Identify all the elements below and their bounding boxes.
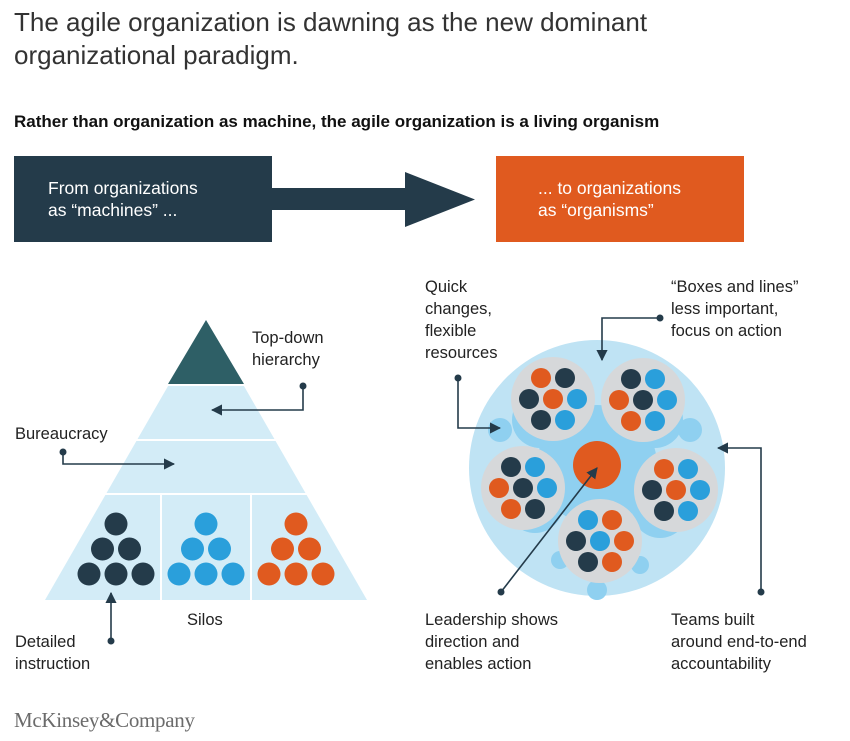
silo-member-dot <box>285 563 308 586</box>
team-member-dot <box>543 389 563 409</box>
label-top-down-hierarchy: Top-down hierarchy <box>252 327 324 371</box>
label-line: “Boxes and lines” <box>671 276 798 298</box>
silo-member-dot <box>258 563 281 586</box>
team-member-dot <box>609 390 629 410</box>
from-box-line2: as “machines” ... <box>48 199 272 221</box>
team-member-dot <box>602 510 622 530</box>
team-member-dot <box>645 411 665 431</box>
team-member-dot <box>501 457 521 477</box>
silo-member-dot <box>168 563 191 586</box>
label-line: Leadership shows <box>425 609 558 631</box>
label-quick-changes: Quick changes, flexible resources <box>425 276 497 364</box>
team-member-dot <box>578 552 598 572</box>
label-teams: Teams built around end-to-end accountabi… <box>671 609 807 675</box>
label-line: enables action <box>425 653 558 675</box>
team-member-dot <box>678 459 698 479</box>
leadership-core <box>573 441 621 489</box>
team-member-dot <box>531 410 551 430</box>
silo-member-dot <box>91 538 114 561</box>
team-member-dot <box>621 369 641 389</box>
label-silos: Silos <box>187 609 223 631</box>
team-member-dot <box>566 531 586 551</box>
team-member-dot <box>531 368 551 388</box>
silo-member-dot <box>298 538 321 561</box>
silo-member-dot <box>208 538 231 561</box>
mckinsey-logo: McKinsey&Company <box>14 708 195 733</box>
to-box-line2: as “organisms” <box>538 199 744 221</box>
team-member-dot <box>555 368 575 388</box>
silo-member-dot <box>195 513 218 536</box>
label-line: resources <box>425 342 497 364</box>
pyramid-top <box>168 320 244 384</box>
label-line: instruction <box>15 653 90 675</box>
label-boxes-and-lines: “Boxes and lines” less important, focus … <box>671 276 798 342</box>
label-line: accountability <box>671 653 807 675</box>
label-line: direction and <box>425 631 558 653</box>
label-line: Top-down <box>252 327 324 349</box>
team-member-dot <box>614 531 634 551</box>
splash-blob <box>587 580 607 600</box>
team-member-dot <box>519 389 539 409</box>
silo-member-dot <box>132 563 155 586</box>
silo-member-dot <box>195 563 218 586</box>
team-member-dot <box>590 531 610 551</box>
silo-member-dot <box>222 563 245 586</box>
team-member-dot <box>525 457 545 477</box>
team-member-dot <box>567 389 587 409</box>
team-member-dot <box>690 480 710 500</box>
team-member-dot <box>654 501 674 521</box>
team-member-dot <box>501 499 521 519</box>
label-bureaucracy: Bureaucracy <box>15 423 108 445</box>
label-detailed-instruction: Detailed instruction <box>15 631 90 675</box>
label-line: less important, <box>671 298 798 320</box>
silo-member-dot <box>105 513 128 536</box>
team-member-dot <box>654 459 674 479</box>
label-line: around end-to-end <box>671 631 807 653</box>
team-member-dot <box>602 552 622 572</box>
team-member-dot <box>642 480 662 500</box>
team-member-dot <box>555 410 575 430</box>
team-member-dot <box>645 369 665 389</box>
team-member-dot <box>537 478 557 498</box>
silo-member-dot <box>181 538 204 561</box>
transition-arrow <box>272 172 475 227</box>
label-line: flexible <box>425 320 497 342</box>
silo-member-dot <box>118 538 141 561</box>
team-member-dot <box>578 510 598 530</box>
team-member-dot <box>489 478 509 498</box>
team-member-dot <box>633 390 653 410</box>
team-member-dot <box>678 501 698 521</box>
label-line: hierarchy <box>252 349 324 371</box>
from-machines-box: From organizations as “machines” ... <box>14 156 272 242</box>
label-leadership: Leadership shows direction and enables a… <box>425 609 558 675</box>
silo-member-dot <box>312 563 335 586</box>
silo-member-dot <box>105 563 128 586</box>
organism <box>469 340 725 600</box>
to-box-line1: ... to organizations <box>538 177 744 199</box>
silo-member-dot <box>285 513 308 536</box>
team-member-dot <box>513 478 533 498</box>
label-line: Detailed <box>15 631 90 653</box>
label-line: Quick <box>425 276 497 298</box>
from-box-line1: From organizations <box>48 177 272 199</box>
team-member-dot <box>657 390 677 410</box>
splash-blob <box>678 418 702 442</box>
team-member-dot <box>621 411 641 431</box>
label-line: Teams built <box>671 609 807 631</box>
label-line: changes, <box>425 298 497 320</box>
team-member-dot <box>666 480 686 500</box>
team-member-dot <box>525 499 545 519</box>
label-line: focus on action <box>671 320 798 342</box>
silo-member-dot <box>78 563 101 586</box>
splash-blob <box>488 418 512 442</box>
silo-member-dot <box>271 538 294 561</box>
to-organisms-box: ... to organizations as “organisms” <box>496 156 744 242</box>
